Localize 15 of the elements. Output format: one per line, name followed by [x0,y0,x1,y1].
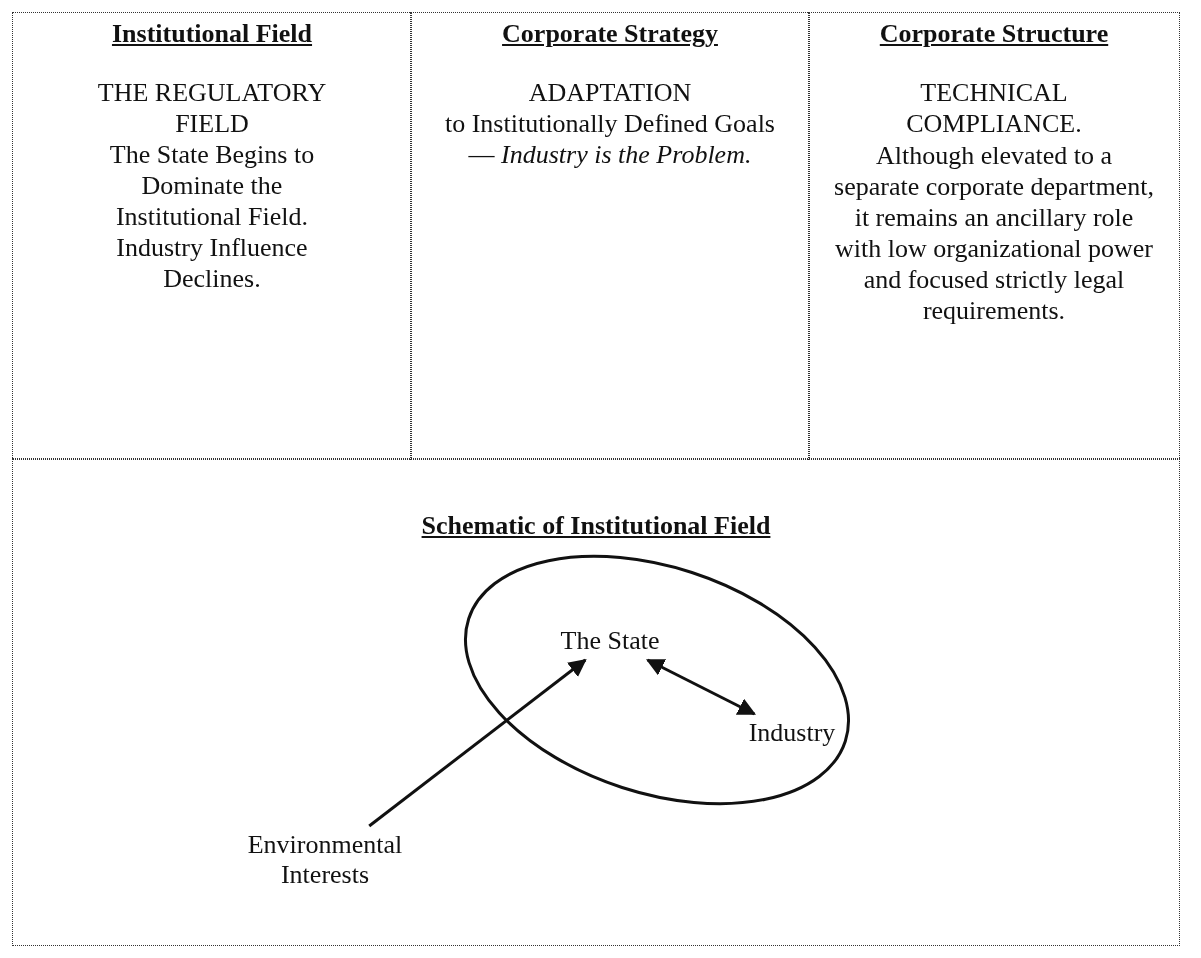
node-label: Industry [733,718,851,748]
cell-text: to Institutionally Defined Goals — Industry is the Problem. [444,108,776,170]
node-label: Environmental Interests [230,830,420,890]
cell-text: ADAPTATION [527,77,693,108]
column-heading: Corporate Strategy [501,18,719,49]
cell-text: TECHNICAL COMPLIANCE. [905,77,1083,139]
column-heading: Schematic of Institutional Field [420,510,772,541]
cell-text: THE REGULATORY FIELD [97,77,327,139]
cell-text: The State Begins to Dominate the Institutional Field. Industry Influence Declines. [108,139,316,294]
double-arrow [646,658,756,716]
column-heading: Corporate Structure [878,18,1110,49]
cell-text: Although elevated to a separate corporate department, it remains an ancillary role with low organizational power and focused strictly legal requirements. [834,140,1154,326]
arrow [368,658,587,828]
node-label: The State [545,626,675,656]
column-heading: Institutional Field [110,18,314,49]
